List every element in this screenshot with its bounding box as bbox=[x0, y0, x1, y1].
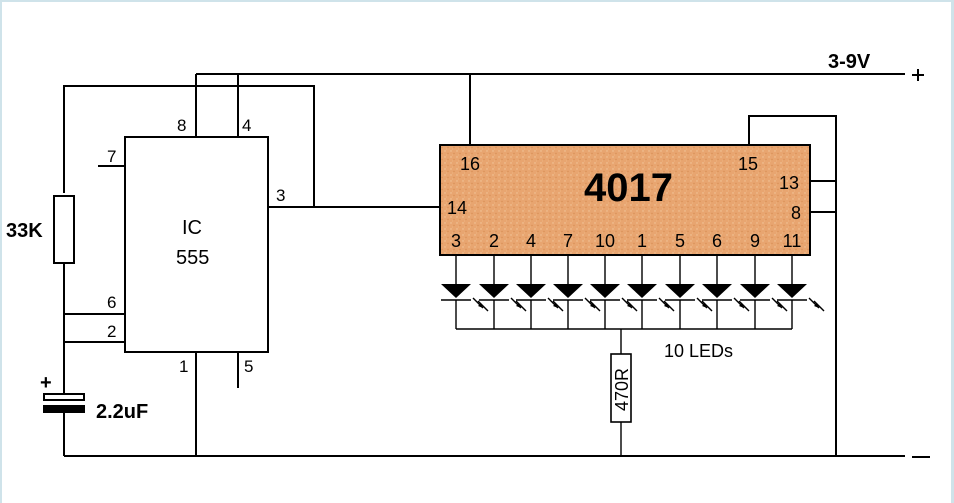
led-light-arrow bbox=[626, 300, 638, 312]
led-triangle bbox=[479, 284, 509, 298]
ic4017-outputs: 3 2 4 7 10 1 5 6 9 11 bbox=[451, 231, 801, 251]
ic4017-output-pin: 11 bbox=[783, 231, 802, 251]
top-loop-wire bbox=[63, 85, 315, 207]
led-triangle bbox=[590, 284, 620, 298]
led-light-arrow bbox=[552, 300, 564, 312]
ic4017-output-pin: 10 bbox=[595, 231, 615, 251]
capacitor-plus: + bbox=[40, 372, 52, 394]
led-triangle bbox=[553, 284, 583, 298]
led-light-arrow bbox=[477, 300, 489, 312]
ic4017-output-pin: 2 bbox=[489, 231, 499, 251]
led-arrow-head bbox=[777, 303, 782, 308]
ic4017-output-pin: 3 bbox=[451, 231, 461, 251]
led bbox=[665, 255, 713, 329]
frame-top-edge bbox=[0, 0, 954, 2]
led-arrow-head bbox=[814, 303, 819, 308]
led bbox=[740, 255, 788, 329]
pin15-to-ground bbox=[748, 115, 837, 456]
ic4017-output-pin: 1 bbox=[637, 231, 647, 251]
capacitor-plate-bottom bbox=[43, 405, 85, 413]
led-arrow-head bbox=[627, 303, 632, 308]
ic4017-pin13: 13 bbox=[779, 173, 799, 193]
led-arrow-head bbox=[739, 303, 744, 308]
capacitor-plate-top bbox=[43, 393, 85, 401]
led-triangle bbox=[665, 284, 695, 298]
led-light-arrow bbox=[738, 300, 750, 312]
ic4017-output-pin: 9 bbox=[750, 231, 760, 251]
led-triangle bbox=[740, 284, 770, 298]
ic555-pin3: 3 bbox=[276, 186, 285, 205]
leds-label: 10 LEDs bbox=[664, 341, 733, 361]
led-triangle bbox=[627, 284, 657, 298]
ic4017-output-pin: 5 bbox=[675, 231, 685, 251]
led-triangle bbox=[777, 284, 807, 298]
led-array bbox=[441, 255, 825, 329]
led bbox=[702, 255, 750, 329]
led-light-arrow bbox=[701, 300, 713, 312]
ic555-pin1: 1 bbox=[179, 357, 188, 376]
led-light-arrow bbox=[663, 300, 675, 312]
led-triangle bbox=[516, 284, 546, 298]
ic555-body bbox=[124, 136, 269, 353]
timing-resistor-label: 33K bbox=[6, 220, 43, 242]
led-light-arrow bbox=[776, 300, 788, 312]
ic4017-output-pin: 6 bbox=[712, 231, 722, 251]
led-arrow-head bbox=[702, 303, 707, 308]
ic555-pin4: 4 bbox=[242, 116, 251, 135]
ic4017-output-pin: 7 bbox=[563, 231, 573, 251]
led bbox=[777, 255, 825, 329]
led-light-arrow bbox=[515, 300, 527, 312]
ic4017-pin8: 8 bbox=[791, 203, 801, 223]
ic555-pin6: 6 bbox=[107, 293, 116, 312]
led-arrow-head bbox=[478, 303, 483, 308]
led bbox=[516, 255, 564, 329]
led bbox=[441, 255, 489, 329]
ic4017-body bbox=[439, 144, 811, 256]
ic4017-pin16: 16 bbox=[460, 154, 480, 174]
led-arrow-head bbox=[553, 303, 558, 308]
led-arrow-head bbox=[590, 303, 595, 308]
led-triangle bbox=[702, 284, 732, 298]
ic555-pin2: 2 bbox=[107, 322, 116, 341]
led-light-arrow bbox=[813, 300, 825, 312]
led-resistor-label: 470R bbox=[612, 368, 632, 411]
ic4017-title: 4017 bbox=[584, 166, 673, 210]
frame-right-edge bbox=[951, 0, 954, 503]
led bbox=[553, 255, 601, 329]
ic4017-pin14: 14 bbox=[447, 198, 467, 218]
led-triangle bbox=[441, 284, 471, 298]
led bbox=[627, 255, 675, 329]
supply-voltage-label: 3-9V bbox=[828, 51, 871, 73]
ic4017-pin15: 15 bbox=[738, 154, 758, 174]
led-arrow-head bbox=[516, 303, 521, 308]
ic555-pin8: 8 bbox=[177, 116, 186, 135]
timing-resistor bbox=[53, 195, 75, 264]
ic555-pin7: 7 bbox=[107, 147, 116, 166]
led bbox=[479, 255, 527, 329]
ic555-label-line2: 555 bbox=[176, 247, 209, 269]
capacitor-label: 2.2uF bbox=[96, 401, 148, 423]
ic555-pin5: 5 bbox=[244, 357, 253, 376]
ic4017-output-pin: 4 bbox=[526, 231, 536, 251]
frame-left-edge bbox=[0, 0, 2, 503]
led bbox=[590, 255, 638, 329]
led-arrow-head bbox=[664, 303, 669, 308]
ic555-label-line1: IC bbox=[182, 217, 202, 239]
led-light-arrow bbox=[589, 300, 601, 312]
